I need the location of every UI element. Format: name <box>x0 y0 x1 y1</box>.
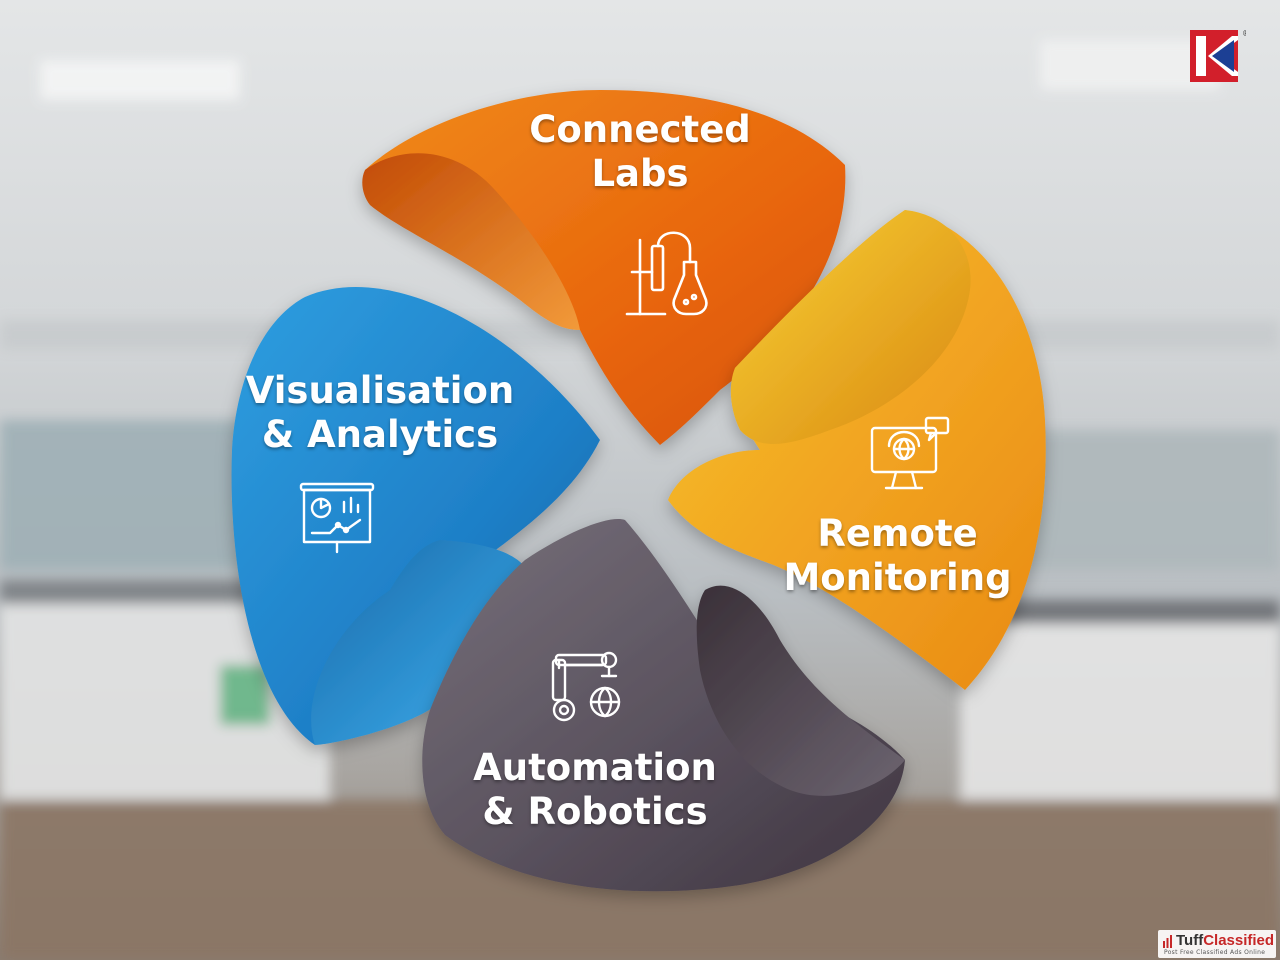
remote-monitoring-icon <box>870 416 950 490</box>
bar-chart-icon <box>1163 935 1172 948</box>
petal-remote-monitoring <box>668 210 1046 690</box>
watermark-tagline: Post Free Classified Ads Online <box>1164 949 1266 956</box>
label-automation-robotics-line2: & Robotics <box>482 790 708 833</box>
label-connected-labs-line2: Labs <box>591 152 689 195</box>
label-remote-monitoring: Remote Monitoring <box>780 512 1015 600</box>
analytics-board-icon <box>299 482 375 554</box>
petal-visualisation-analytics <box>231 287 600 745</box>
label-visualisation-analytics: Visualisation & Analytics <box>245 369 515 457</box>
lab-equipment-icon <box>625 231 708 316</box>
k-logo-icon: ® <box>1190 29 1246 82</box>
watermark-name: TuffClassified <box>1176 932 1274 949</box>
watermark-name-part2: Classified <box>1203 932 1275 949</box>
petal-automation-robotics <box>422 519 905 892</box>
watermark-badge: TuffClassified Post Free Classified Ads … <box>1158 930 1276 958</box>
label-visualisation-analytics-line1: Visualisation <box>245 369 515 412</box>
label-automation-robotics-line1: Automation <box>473 746 717 789</box>
label-visualisation-analytics-line2: & Analytics <box>261 413 499 456</box>
robotic-arm-icon <box>551 651 621 722</box>
label-automation-robotics: Automation & Robotics <box>470 746 720 834</box>
label-remote-monitoring-line1: Remote <box>817 512 978 555</box>
petal-connected-labs <box>362 90 846 445</box>
label-remote-monitoring-line2: Monitoring <box>783 556 1012 599</box>
label-connected-labs: Connected Labs <box>520 108 760 196</box>
registered-mark: ® <box>1242 29 1246 38</box>
watermark-name-part1: Tuff <box>1176 932 1204 949</box>
label-connected-labs-line1: Connected <box>529 108 751 151</box>
